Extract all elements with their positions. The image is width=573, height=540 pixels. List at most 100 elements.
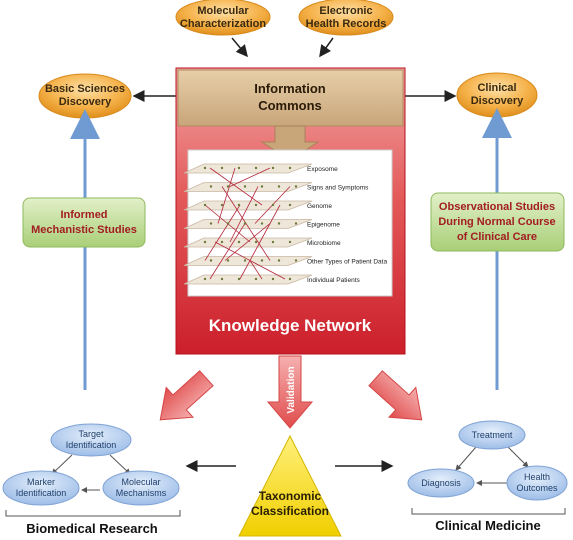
health-label-2: Outcomes [516,483,558,493]
information-commons-label-2: Commons [258,98,322,113]
layer-link [217,167,236,224]
biomedical-research-cluster: Target Identification Marker Identificat… [2,423,181,536]
information-commons-label-1: Information [254,81,326,96]
informed-mechanistic-studies-box: Informed Mechanistic Studies [22,197,146,248]
biomedical-research-label: Biomedical Research [26,521,158,536]
molecular-arrow [231,37,248,58]
layer-node [254,166,258,170]
target-identification-node [50,423,132,457]
biomedical-bracket [5,510,181,517]
informed-label-1: Informed [60,209,107,221]
layer-node [203,277,207,281]
observational-label-2: During Normal Course [438,216,555,228]
clinical-discovery-label-2: Discovery [471,95,524,107]
basic-sciences-label-2: Discovery [59,96,112,108]
clinical-discovery-node: Clinical Discovery [456,72,538,118]
layer-label: Genome [307,203,332,210]
treatment-label: Treatment [472,430,513,440]
layer-label: Epigenome [307,222,340,229]
ehr-arrow [319,37,334,58]
layer-node [254,277,258,281]
layer-node [243,259,247,262]
layer-node [271,166,275,170]
clinical-bracket [411,508,566,515]
layer-node [243,222,247,225]
layer-label: Signs and Symptoms [307,185,369,192]
layer-link [209,167,263,206]
ehr-label-1: Electronic [319,5,372,17]
layer-node [260,222,264,225]
layer-node [226,222,230,225]
layer-plane [183,163,313,174]
layer-node [260,185,264,188]
layer-link [209,223,246,280]
layer-node [254,203,258,207]
taxonomic-label-1: Taxonomic [259,489,322,503]
diagnosis-node [407,468,475,498]
layer-node [288,203,292,207]
observational-label-1: Observational Studies [439,201,555,213]
target-label-2: Identification [66,440,117,450]
layer-node [209,222,213,225]
layer-link [229,186,259,243]
layer-node [237,166,241,170]
informed-label-2: Mechanistic Studies [31,224,137,236]
layer-node [288,166,292,170]
layer-node [209,259,213,262]
diagnosis-label: Diagnosis [421,478,461,488]
layer-node [254,240,258,244]
layer-label: Microbiome [307,240,341,247]
validation-arrow: Validation [266,355,314,429]
layer-node [277,222,281,225]
validation-label: Validation [286,366,297,413]
health-label-1: Health [524,472,550,482]
clinical-medicine-label: Clinical Medicine [435,518,540,533]
layer-link [249,260,263,280]
layer-link [229,167,271,187]
layer-plane [183,219,313,229]
left-pink-arrow [159,370,214,421]
layer-node [271,240,275,244]
layer-plane [183,237,313,248]
ehr-label-2: Health Records [306,18,387,30]
molecular-label-1: Molecular [197,5,249,17]
layer-node [294,185,298,188]
clinical-medicine-cluster: Treatment Diagnosis Health Outcomes Clin… [407,420,568,533]
layer-plane [183,256,313,266]
layer-label: Exposome [307,166,338,173]
layer-node [288,240,292,244]
layer-link [239,204,281,280]
layer-label: Other Types of Patient Data [307,259,387,266]
layer-node [226,259,230,262]
marker-label-2: Identification [16,488,67,498]
layer-node [220,203,224,207]
layer-node [220,166,224,170]
layer-node [226,185,230,188]
layer-node [237,240,241,244]
taxonomic-classification-triangle: Taxonomic Classification [238,434,342,537]
observational-label-3: of Clinical Care [457,231,537,243]
layer-plane [183,182,313,192]
basic-sciences-label-1: Basic Sciences [45,83,125,95]
mechanisms-label-2: Mechanisms [116,488,167,498]
marker-identification-node [2,470,80,506]
layer-plane [183,274,313,285]
layer-node [220,240,224,244]
molecular-mechanisms-node [102,470,180,506]
molecular-label-2: Characterization [180,18,266,30]
layer-node [277,259,281,262]
observational-studies-box: Observational Studies During Normal Cour… [430,192,565,252]
layer-node [294,222,298,225]
layer-node [271,203,275,207]
clinical-discovery-label-1: Clinical [477,82,516,94]
basic-sciences-discovery-node: Basic Sciences Discovery [38,73,132,119]
layer-node [220,277,224,281]
marker-label-1: Marker [27,477,55,487]
layer-node [277,185,281,188]
target-label-1: Target [78,429,104,439]
molecular-characterization-node: Molecular Characterization [175,0,271,36]
layer-node [260,259,264,262]
mechanisms-label-1: Molecular [121,477,160,487]
